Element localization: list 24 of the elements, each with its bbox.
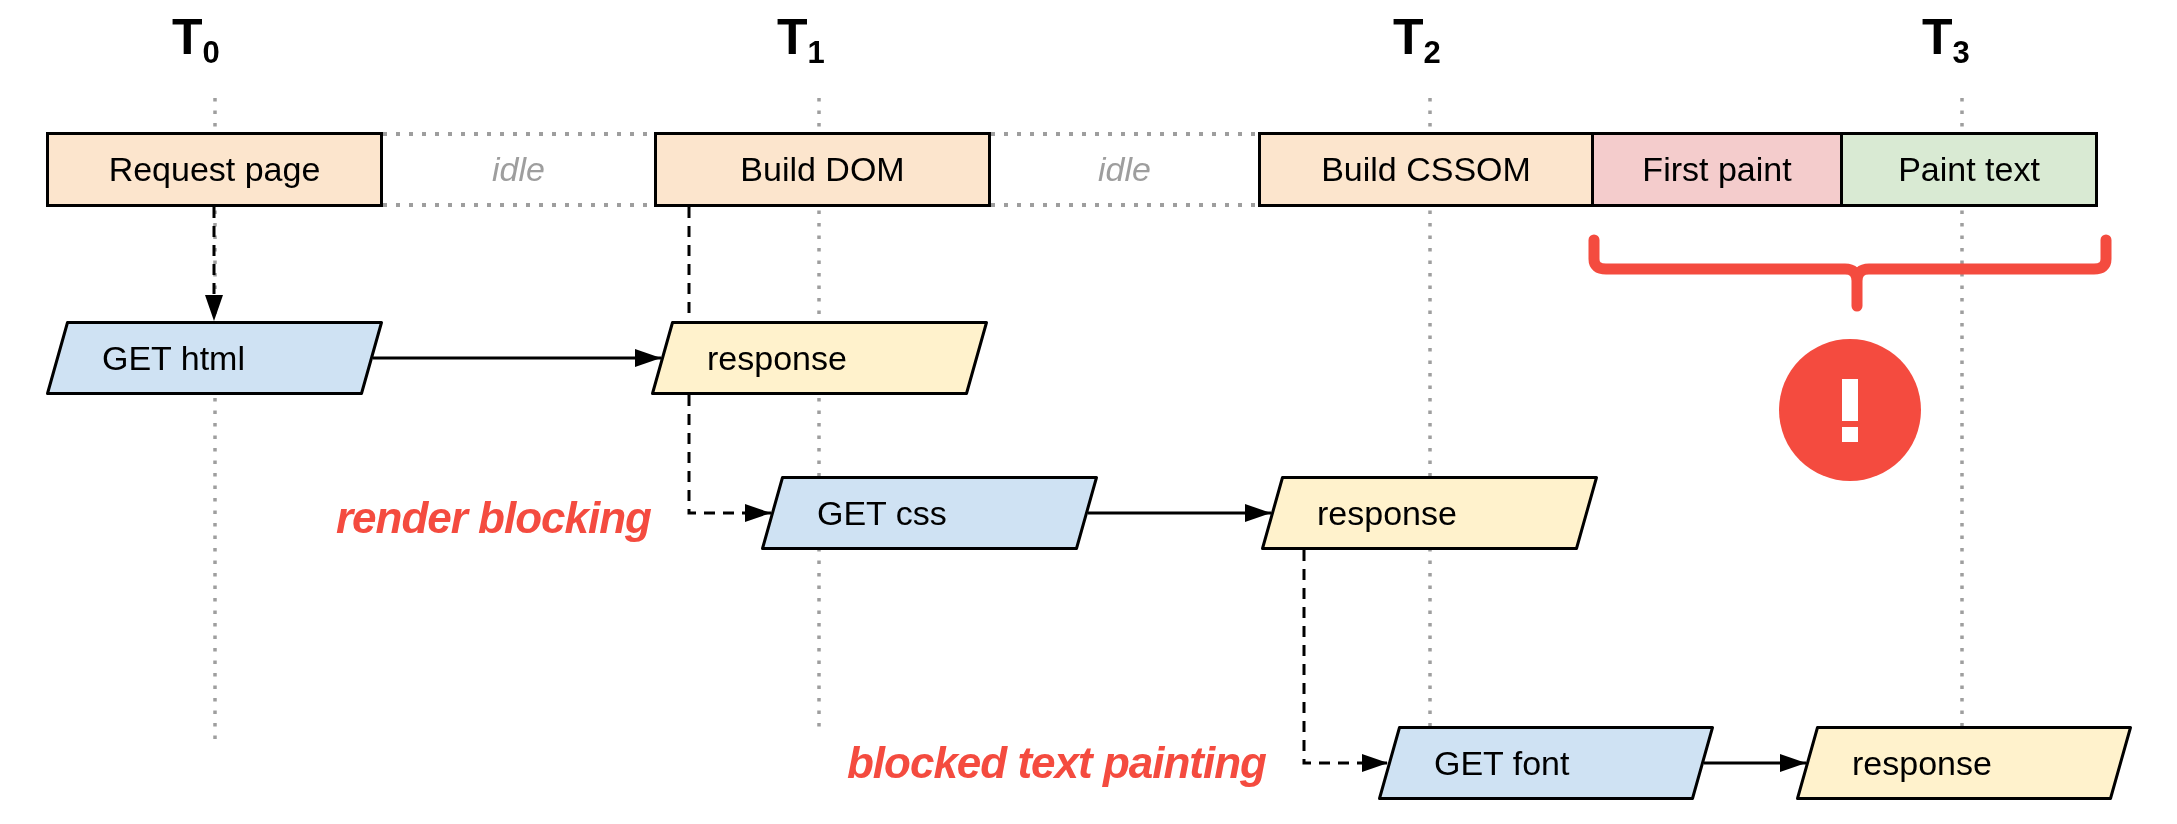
parallelogram-box: response bbox=[651, 321, 988, 395]
idle-band: idle bbox=[991, 132, 1258, 207]
dashed-arrow bbox=[205, 207, 223, 321]
arrow bbox=[1088, 504, 1271, 522]
process-box: First paint bbox=[1591, 132, 1843, 207]
process-box: Request page bbox=[46, 132, 383, 207]
parallelogram-box: response bbox=[1796, 726, 2132, 800]
dashed-arrow bbox=[1302, 550, 1388, 772]
time-marker-label: T$_{1}$ bbox=[777, 12, 825, 69]
parallelogram-box: GET css bbox=[761, 476, 1098, 550]
time-marker-label: T$_{2}$ bbox=[1393, 12, 1441, 69]
process-box: Build DOM bbox=[654, 132, 991, 207]
process-box: Paint text bbox=[1840, 132, 2098, 207]
annotation-text: render blocking bbox=[335, 492, 651, 544]
dashed-arrow bbox=[687, 395, 771, 522]
process-box: Build CSSOM bbox=[1258, 132, 1594, 207]
time-marker-label: T$_{0}$ bbox=[172, 12, 220, 69]
parallelogram-box: response bbox=[1261, 476, 1598, 550]
arrow bbox=[373, 349, 661, 367]
arrow bbox=[1704, 754, 1806, 772]
parallelogram-box: GET font bbox=[1378, 726, 1714, 800]
parallelogram-box: GET html bbox=[46, 321, 383, 395]
annotation-text: blocked text painting bbox=[846, 737, 1266, 789]
time-marker-label: T$_{3}$ bbox=[1922, 12, 1970, 69]
